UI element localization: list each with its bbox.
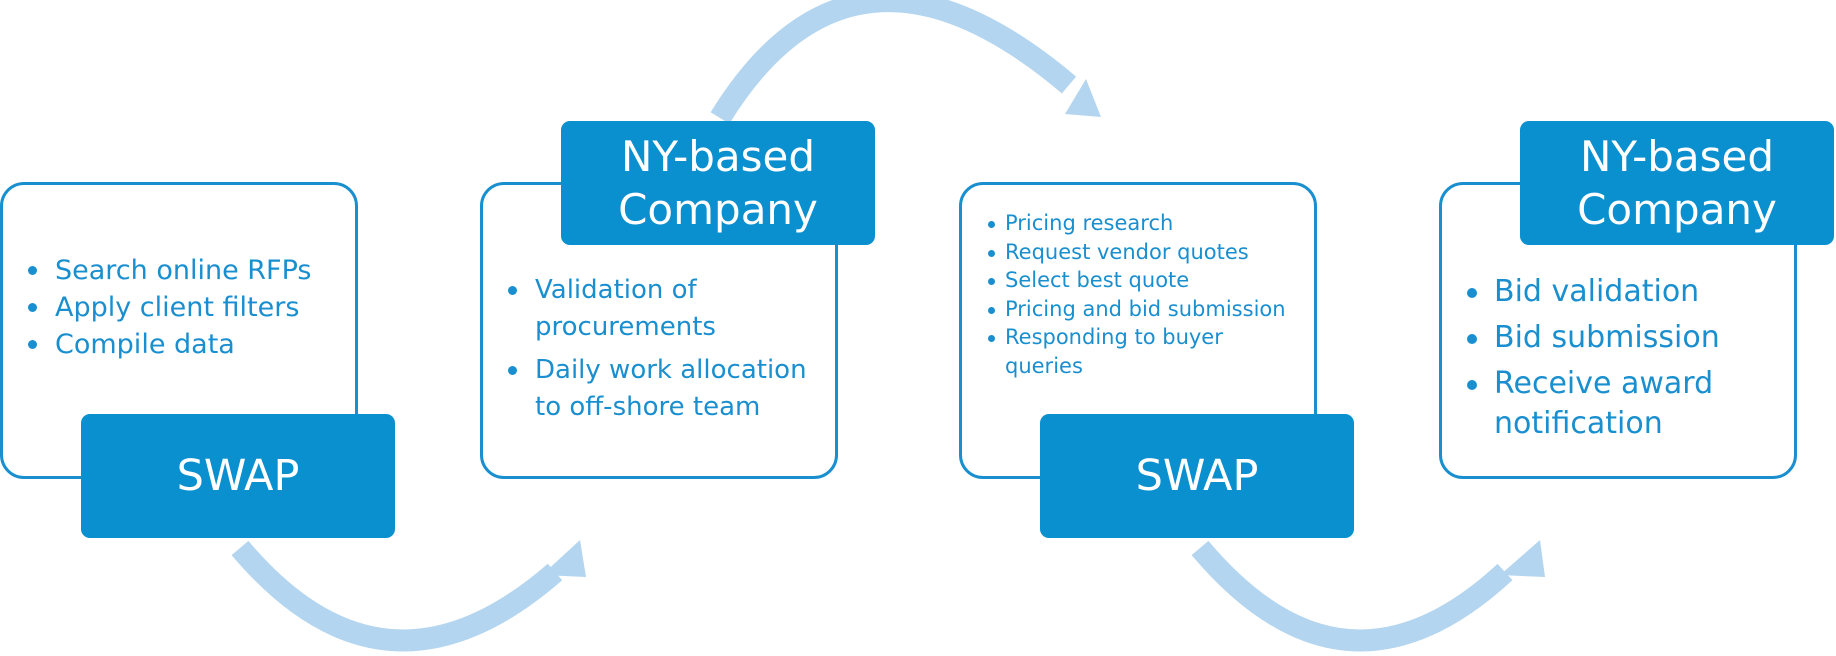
list-item: Receive award notification <box>1467 364 1734 444</box>
list-item: Bid submission <box>1467 318 1787 358</box>
list-item: Request vendor quotes <box>988 238 1298 267</box>
list-item: Select best quote <box>988 266 1298 295</box>
list-item: Validation of procurements <box>508 272 808 345</box>
stage-1-label: SWAP <box>81 414 395 538</box>
list-item: Apply client filters <box>28 289 311 326</box>
list-item: Daily work allocation to off-shore team <box>508 352 808 425</box>
list-item: Compile data <box>28 326 311 363</box>
arrow-head-3 <box>1500 540 1545 577</box>
arrow-head-2 <box>1065 79 1101 117</box>
list-item: Search online RFPs <box>28 252 311 289</box>
arrow-stage3-to-stage4 <box>1191 540 1513 652</box>
stage-4-label: NY-based Company <box>1520 121 1834 245</box>
stage-3-list: Pricing research Request vendor quotes S… <box>988 209 1298 380</box>
arrow-head-1 <box>542 540 586 577</box>
stage-1-list: Search online RFPs Apply client filters … <box>28 252 311 363</box>
list-item: Pricing and bid submission <box>988 295 1298 324</box>
list-item: Pricing research <box>988 209 1298 238</box>
list-item: Responding to buyer queries <box>988 323 1235 380</box>
arrow-stage2-to-stage3 <box>710 0 1077 124</box>
stage-3-label: SWAP <box>1040 414 1354 538</box>
stage-2-label: NY-based Company <box>561 121 875 245</box>
stage-2-list: Validation of procurements Daily work al… <box>508 272 808 432</box>
stage-4-list: Bid validation Bid submission Receive aw… <box>1467 272 1787 450</box>
arrow-stage1-to-stage2 <box>231 540 563 652</box>
list-item: Bid validation <box>1467 272 1787 312</box>
